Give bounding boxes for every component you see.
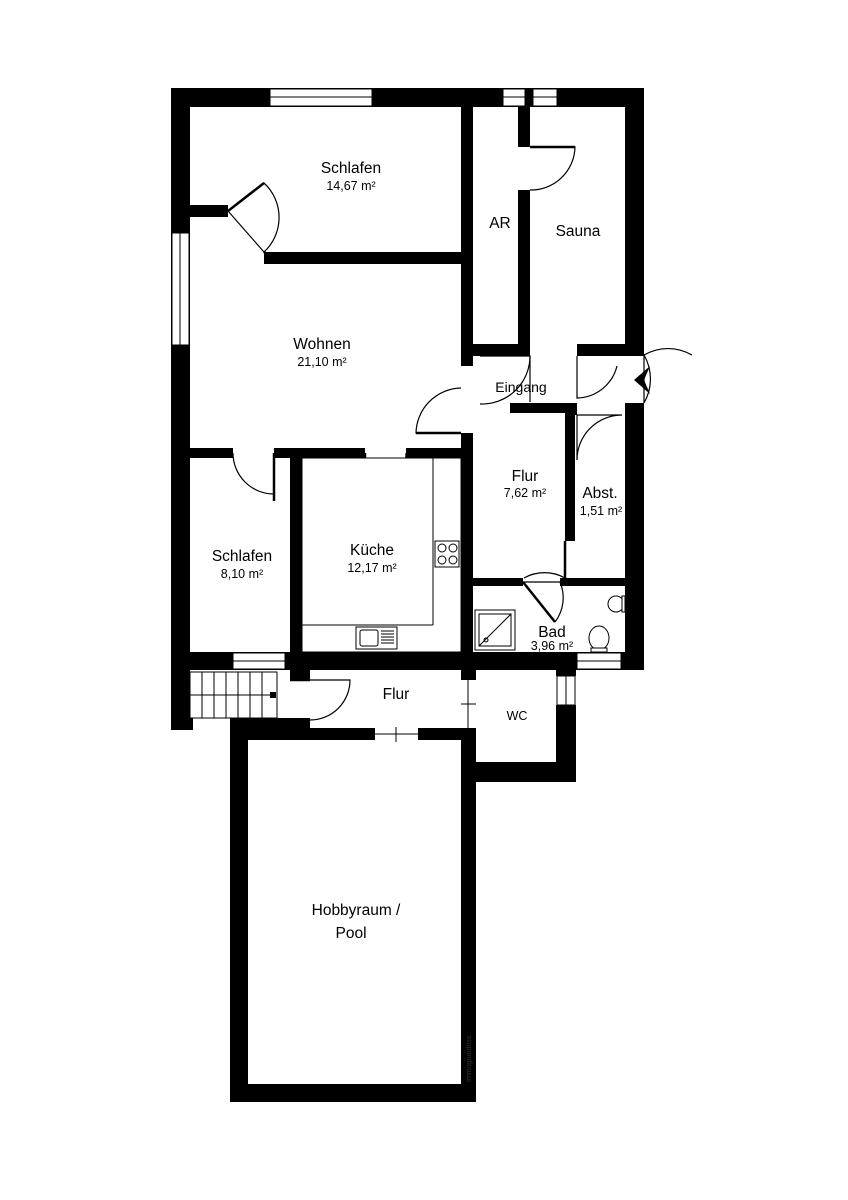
- room-area-bad: 3,96 m²: [531, 639, 573, 653]
- bath-fixtures: [474, 595, 626, 653]
- room-area-kueche: 12,17 m²: [347, 561, 396, 575]
- room-label-schlafen1: Schlafen: [321, 160, 381, 177]
- entrance-arrow-icon: [634, 366, 650, 394]
- room-label-ar: AR: [489, 215, 511, 232]
- room-label-kueche: Küche: [350, 542, 394, 559]
- room-label-wohnen: Wohnen: [293, 336, 350, 353]
- room-label-schlafen2: Schlafen: [212, 548, 272, 565]
- room-label-hobby-line2: Pool: [335, 925, 366, 942]
- room-label-flur2: Flur: [383, 686, 410, 703]
- room-label-sauna: Sauna: [556, 223, 601, 240]
- room-area-schlafen2: 8,10 m²: [221, 567, 263, 581]
- room-area-flur1: 7,62 m²: [504, 486, 546, 500]
- toilet-icon: [588, 625, 610, 651]
- room-area-wohnen: 21,10 m²: [297, 355, 346, 369]
- room-label-abst: Abst.: [582, 485, 617, 502]
- room-label-wc: WC: [507, 709, 528, 723]
- room-area-schlafen1: 14,67 m²: [326, 179, 375, 193]
- room-label-hobby-line1: Hobbyraum /: [312, 902, 401, 919]
- room-label-eingang: Eingang: [495, 379, 546, 395]
- room-labels: Schlafen 14,67 m² AR Sauna Wohnen 21,10 …: [212, 160, 622, 942]
- stairs: [171, 671, 278, 719]
- watermark: Immogrundriss: [466, 1035, 473, 1082]
- kitchen-fixtures: [301, 457, 462, 653]
- room-area-abst: 1,51 m²: [580, 504, 622, 518]
- windows: [171, 88, 622, 706]
- room-label-flur1: Flur: [512, 468, 539, 485]
- room-label-bad: Bad: [538, 624, 566, 641]
